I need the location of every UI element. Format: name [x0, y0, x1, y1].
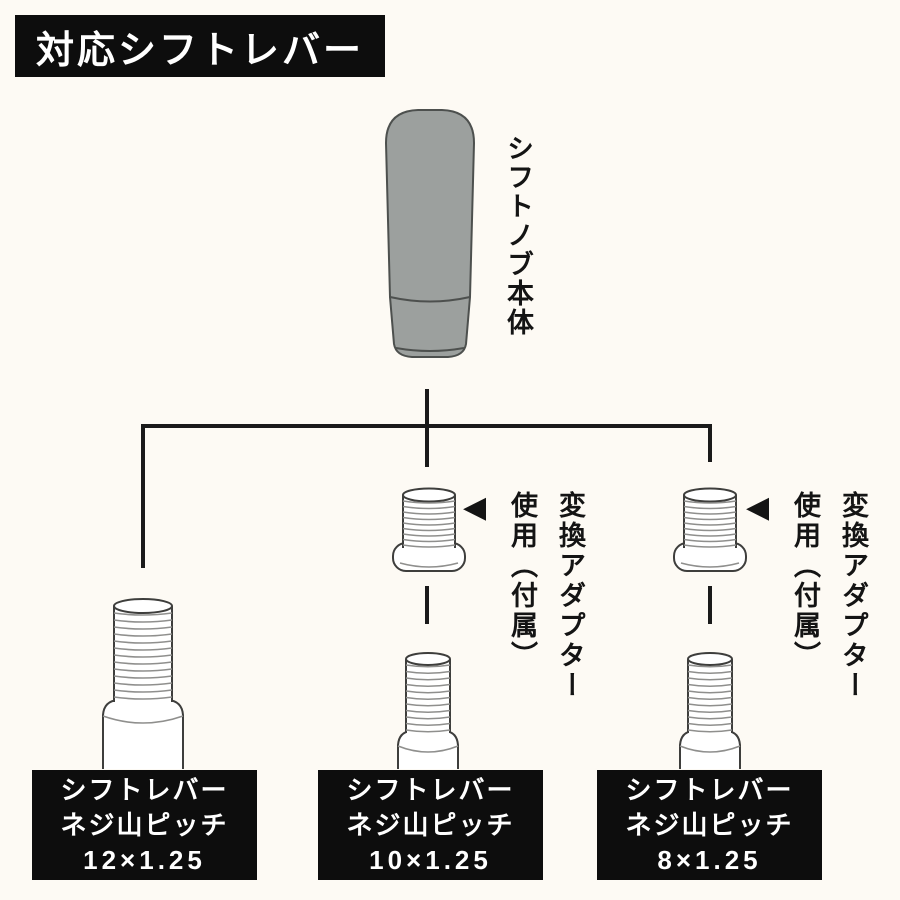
lever-pitch-label-value: 10×1.25 [369, 844, 492, 875]
lever-pitch-label-value: 8×1.25 [657, 844, 762, 875]
lever-pitch-label-10mm: シフトレバー ネジ山ピッチ 10×1.25 [318, 770, 543, 880]
adapter-to-lever-dash-right [708, 586, 712, 624]
lever-pitch-label-line1: シフトレバー [60, 774, 229, 805]
connector-right-line [708, 424, 712, 462]
lever-pitch-label-line1: シフトレバー [346, 774, 515, 805]
adapter-note-right: 変換アダプター 使用（付属） [786, 491, 873, 701]
page-title: 対応シフトレバー [15, 15, 385, 77]
adapter-note-col-left: 使用（付属） [507, 491, 537, 671]
shift-lever-graphic-8mm [679, 652, 741, 769]
connector-trunk-line [425, 389, 429, 467]
connector-horizontal-line [141, 424, 712, 428]
thread-adapter-graphic-middle [391, 486, 467, 574]
lever-pitch-label-value: 12×1.25 [83, 844, 206, 875]
shift-knob-illustration [385, 109, 475, 358]
thread-adapter-graphic-right [672, 486, 748, 574]
left-triangle-icon: ◀ [746, 490, 770, 525]
lever-pitch-label-line1: シフトレバー [625, 774, 794, 805]
connector-left-line [141, 424, 145, 568]
lever-pitch-label-8mm: シフトレバー ネジ山ピッチ 8×1.25 [597, 770, 822, 880]
left-triangle-icon: ◀ [463, 490, 487, 525]
shift-lever-graphic-10mm [397, 652, 459, 769]
shift-knob-graphic [382, 107, 478, 359]
adapter-to-lever-dash-middle [425, 586, 429, 624]
adapter-note-col-right: 変換アダプター [838, 491, 868, 701]
adapter-note-middle: 変換アダプター 使用（付属） [503, 491, 590, 701]
lever-pitch-label-12mm: シフトレバー ネジ山ピッチ 12×1.25 [32, 770, 257, 880]
shift-knob-label: シフトノブ本体 [503, 134, 533, 337]
lever-pitch-label-line2: ネジ山ピッチ [625, 809, 794, 840]
adapter-note-col-left: 使用（付属） [790, 491, 820, 671]
adapter-note-col-right: 変換アダプター [555, 491, 585, 701]
lever-pitch-label-line2: ネジ山ピッチ [60, 809, 229, 840]
shift-lever-graphic-12mm [102, 598, 184, 770]
lever-pitch-label-line2: ネジ山ピッチ [346, 809, 515, 840]
